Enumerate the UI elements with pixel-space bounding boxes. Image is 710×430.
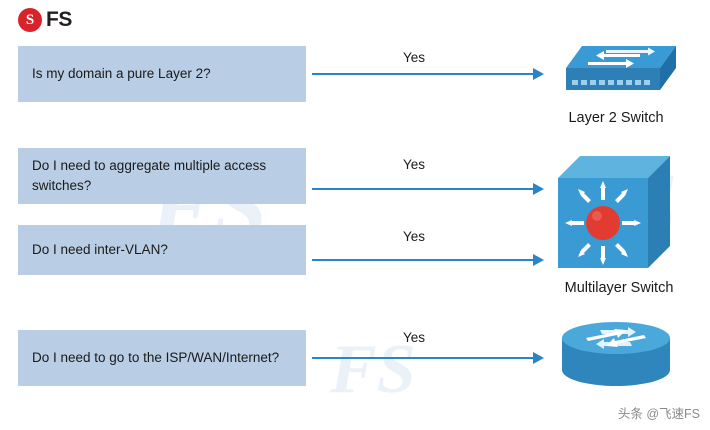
arrow-label-3: Yes — [403, 229, 426, 244]
arrow-3 — [312, 254, 544, 266]
arrow-head — [533, 352, 544, 364]
footer-byline: 头条 @飞速FS — [617, 407, 700, 421]
arrow-label-1: Yes — [403, 50, 426, 65]
multilayer-switch-icon — [550, 150, 678, 285]
arrow-head — [533, 183, 544, 195]
layer2-switch-icon — [548, 38, 678, 111]
arrow-2 — [312, 183, 544, 195]
arrow-head — [533, 68, 544, 80]
question-box-2[interactable]: Do I need to aggregate multiple access s… — [18, 148, 306, 204]
arrow-label-2: Yes — [403, 157, 426, 172]
question-box-4[interactable]: Do I need to go to the ISP/WAN/Internet? — [18, 330, 306, 386]
arrow-label-4: Yes — [403, 330, 426, 345]
router-icon — [556, 320, 676, 397]
arrow-shaft — [312, 188, 533, 190]
arrow-4 — [312, 352, 544, 364]
fs-logo-mark: S — [18, 8, 42, 32]
question-box-1[interactable]: Is my domain a pure Layer 2? — [18, 46, 306, 102]
device-caption-layer2-switch: Layer 2 Switch — [568, 110, 664, 126]
watermark: FS — [330, 331, 416, 408]
fs-logo: S FS — [18, 8, 72, 32]
device-caption-multilayer-switch: Multilayer Switch — [564, 280, 674, 296]
arrow-shaft — [312, 259, 533, 261]
question-box-3[interactable]: Do I need inter-VLAN? — [18, 225, 306, 275]
arrow-shaft — [312, 357, 533, 359]
fs-logo-text: FS — [46, 8, 72, 31]
arrow-head — [533, 254, 544, 266]
arrow-1 — [312, 68, 544, 80]
arrow-shaft — [312, 73, 533, 75]
